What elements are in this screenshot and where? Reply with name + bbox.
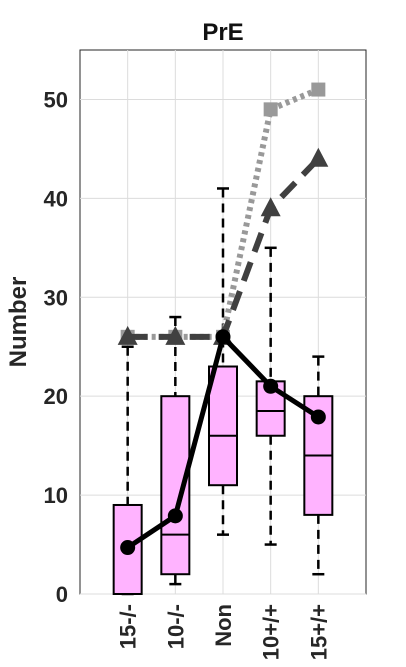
data-point-square: [311, 82, 326, 97]
x-tick-label: 10-/-: [163, 604, 188, 649]
data-point-circle: [167, 508, 183, 524]
y-tick-label: 0: [56, 582, 68, 607]
data-point-circle: [120, 540, 136, 556]
y-tick-label: 20: [44, 384, 68, 409]
box: [208, 365, 238, 487]
series-line-dotted: [127, 86, 320, 340]
data-point-triangle: [117, 325, 138, 345]
y-tick-label: 10: [44, 483, 68, 508]
y-tick-label: 30: [44, 285, 68, 310]
x-tick-label: 10+/+: [259, 604, 284, 660]
x-tick-label: Non: [211, 604, 236, 647]
data-point-circle: [310, 409, 326, 425]
y-tick-label: 50: [44, 87, 68, 112]
data-point-triangle: [165, 325, 186, 345]
data-point-triangle: [308, 147, 329, 167]
data-point-circle: [263, 378, 279, 394]
tick-labels: 0 10 20 30 40 50 15-/- 10-/- Non 10+/+ 15+/+: [44, 87, 332, 660]
x-tick-label: 15+/+: [306, 604, 331, 660]
data-point-circle: [215, 329, 231, 345]
data-point-square: [263, 102, 278, 117]
series-lines: [117, 82, 329, 556]
data-point-triangle: [260, 197, 281, 217]
x-tick-label: 15-/-: [116, 604, 141, 649]
chart-title: PrE: [202, 19, 243, 46]
y-tick-label: 40: [44, 186, 68, 211]
y-axis-label: Number: [5, 277, 32, 368]
